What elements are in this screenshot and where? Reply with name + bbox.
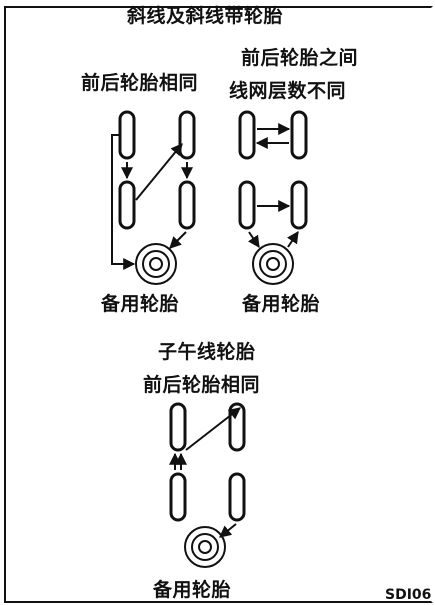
arrow-rl-to-spare: [248, 231, 260, 248]
arrow-rr-to-spare: [219, 523, 237, 538]
spare-tire-inner: [198, 540, 212, 554]
tire-front-right: [228, 402, 246, 452]
arrow-spare-to-rr: [287, 231, 299, 248]
spare-tire-outer: [252, 243, 294, 285]
spare-tire-mid: [142, 250, 170, 278]
diagram-title: 斜线及斜线带轮胎: [127, 5, 284, 27]
tire-rear-right: [228, 472, 246, 522]
tire-rear-right: [290, 180, 308, 230]
spare-tire-outer: [135, 243, 177, 285]
tire-rear-left: [118, 180, 136, 230]
figure-code: SDI06: [385, 587, 432, 603]
spare-tire-outer: [184, 526, 226, 568]
spare-tire-inner: [266, 257, 280, 271]
bias-same-group: [111, 110, 196, 285]
bias-diff-label-line2: 线网层数不同: [229, 80, 347, 102]
bias-same-spare-label: 备用轮胎: [101, 293, 180, 315]
radial-spare-label: 备用轮胎: [153, 579, 232, 601]
spare-tire-mid: [259, 250, 287, 278]
tire-front-right: [290, 110, 308, 160]
diagram-frame: [4, 6, 433, 603]
tire-front-left: [238, 110, 256, 160]
radial-group: [169, 402, 246, 568]
tire-front-right: [178, 110, 196, 160]
arrow-rl-to-fr: [135, 143, 183, 201]
arrow-fl-to-rr: [185, 407, 241, 451]
spare-tire-inner: [149, 257, 163, 271]
bias-diff-label-line1: 前后轮胎之间: [241, 47, 359, 69]
radial-title: 子午线轮胎: [158, 341, 256, 363]
arrow-rr-to-spare: [169, 231, 187, 249]
bias-diff-spare-label: 备用轮胎: [242, 293, 321, 315]
spare-tire-mid: [191, 533, 219, 561]
tire-rear-left: [169, 472, 187, 522]
arrow-fl-to-spare: [111, 134, 136, 270]
bias-same-label: 前后轮胎相同: [81, 72, 199, 94]
bias-diff-group: [238, 110, 308, 285]
tire-front-left: [118, 110, 136, 160]
radial-label: 前后轮胎相同: [143, 374, 261, 396]
tire-rear-left: [238, 180, 256, 230]
tire-front-left: [169, 402, 187, 452]
tire-rear-right: [178, 180, 196, 230]
